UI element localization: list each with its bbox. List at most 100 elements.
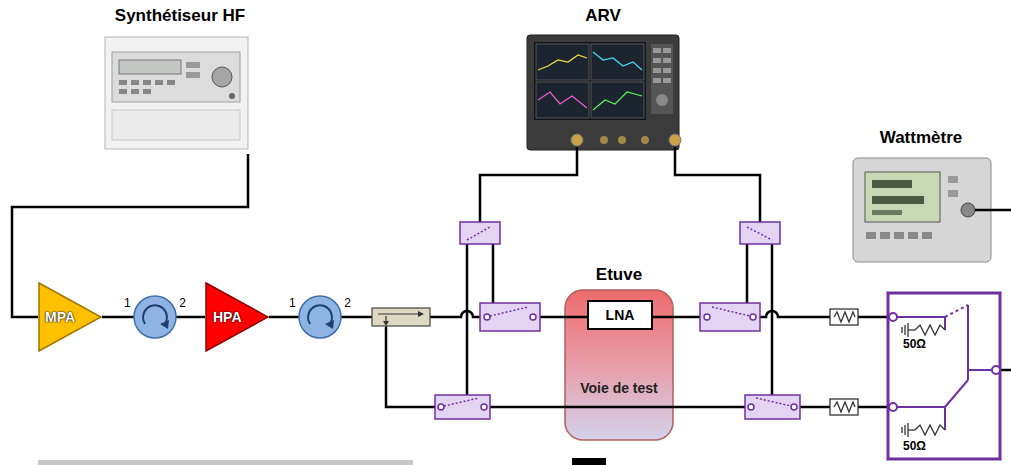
rf-switch xyxy=(435,222,800,419)
network-analyzer-picture xyxy=(663,78,671,83)
network-analyzer-picture xyxy=(534,42,646,120)
network-analyzer-picture xyxy=(536,44,589,80)
lna-name: LNA xyxy=(589,307,651,323)
power-meter-picture xyxy=(853,158,991,262)
rf-switch xyxy=(484,314,490,320)
synthesizer-picture xyxy=(119,89,127,94)
synthesizer-picture xyxy=(119,80,127,85)
circulator-arrow xyxy=(308,305,332,324)
network-analyzer-picture xyxy=(600,136,608,144)
amplifier-name: MPA xyxy=(45,309,75,325)
power-meter-picture xyxy=(872,180,912,188)
triangle-fill xyxy=(39,283,101,351)
circulator-body xyxy=(299,296,341,338)
power-meter-picture xyxy=(853,158,991,262)
network-analyzer-picture xyxy=(663,58,671,63)
rf-switch xyxy=(712,307,750,316)
synthesizer-picture xyxy=(131,80,139,85)
synthesizer-picture xyxy=(105,37,248,149)
synthesizer-picture xyxy=(186,72,200,78)
rf-cable xyxy=(269,316,287,319)
load-switch-box xyxy=(901,427,902,433)
rf-cable xyxy=(858,406,889,409)
load-switch-box xyxy=(904,325,905,335)
network-analyzer-picture xyxy=(663,68,671,73)
network-analyzer-picture xyxy=(669,134,681,146)
load-switch-box xyxy=(944,407,946,430)
synthesizer-picture xyxy=(155,80,163,85)
rf-switch xyxy=(756,398,791,406)
load-switch-box xyxy=(904,425,905,435)
load-switch-box xyxy=(908,429,915,430)
directional-coupler xyxy=(378,313,420,314)
load-switch-box xyxy=(897,316,945,318)
network-analyzer-picture xyxy=(591,44,644,80)
oven-shape xyxy=(565,290,673,440)
rf-switch xyxy=(438,404,444,410)
load-switch-box xyxy=(945,380,968,407)
rf-switch xyxy=(467,227,490,240)
cropped-fragment xyxy=(38,460,413,465)
rf-cable xyxy=(492,244,495,303)
synthesizer-picture xyxy=(143,89,151,94)
directional-coupler xyxy=(372,308,430,326)
rf-cable xyxy=(490,406,745,409)
power-meter-picture xyxy=(872,210,902,215)
port-stub xyxy=(341,316,353,319)
oven-shape xyxy=(565,290,673,440)
circulator-circle: 12 xyxy=(287,293,353,341)
network-analyzer-picture xyxy=(618,136,626,144)
network-analyzer-picture xyxy=(527,35,681,150)
port-number: 1 xyxy=(289,297,296,311)
power-meter-picture xyxy=(865,172,940,222)
port-number: 2 xyxy=(179,297,186,311)
rf-cable xyxy=(858,316,889,319)
instrument-name: Wattmètre xyxy=(841,128,1001,148)
rf-switch xyxy=(460,222,500,244)
load-switch-box xyxy=(888,293,1000,459)
rf-cable xyxy=(466,244,469,395)
synthesizer-picture xyxy=(143,80,151,85)
rf-cable xyxy=(746,244,749,303)
rf-cable xyxy=(430,311,480,317)
network-analyzer-picture xyxy=(571,134,583,146)
load-switch-box xyxy=(944,317,946,330)
rf-switch xyxy=(435,395,490,419)
rf-switch xyxy=(704,314,710,320)
network-analyzer-picture xyxy=(653,78,661,83)
network-analyzer-picture xyxy=(538,55,587,70)
amplifier-triangle: MPA xyxy=(38,282,102,352)
attenuator xyxy=(830,399,858,415)
instrument-box: Synthétiseur HF xyxy=(87,4,273,154)
load-switch-box xyxy=(945,305,968,317)
load-switch-box xyxy=(889,403,897,411)
rf-cable xyxy=(650,316,700,319)
attenuator xyxy=(830,309,858,325)
network-analyzer-picture xyxy=(593,92,642,110)
rf-cable xyxy=(1000,369,1011,372)
oven-title: Etuve xyxy=(560,265,678,285)
power-meter-picture xyxy=(961,203,975,217)
port-stub xyxy=(176,316,188,319)
power-meter-picture xyxy=(866,232,876,239)
network-analyzer-picture xyxy=(641,136,649,144)
synthesizer-picture xyxy=(112,52,240,102)
cropped-fragment xyxy=(38,458,606,465)
rf-cable xyxy=(353,316,372,319)
load-switch-box xyxy=(915,425,945,435)
power-meter-picture xyxy=(894,232,904,239)
rf-cable xyxy=(675,147,760,222)
synthesizer-picture xyxy=(229,93,235,99)
attenuator xyxy=(834,402,855,412)
power-meter-picture xyxy=(922,232,932,239)
power-meter-picture xyxy=(908,232,918,239)
load-switch-box xyxy=(915,325,945,335)
rf-switch xyxy=(530,314,536,320)
rf-switch xyxy=(745,395,800,419)
cropped-fragment xyxy=(572,458,606,465)
attenuator xyxy=(830,309,858,415)
synthesizer-picture xyxy=(119,60,181,74)
network-analyzer-picture xyxy=(591,82,644,118)
load-value: 50Ω xyxy=(903,440,926,454)
